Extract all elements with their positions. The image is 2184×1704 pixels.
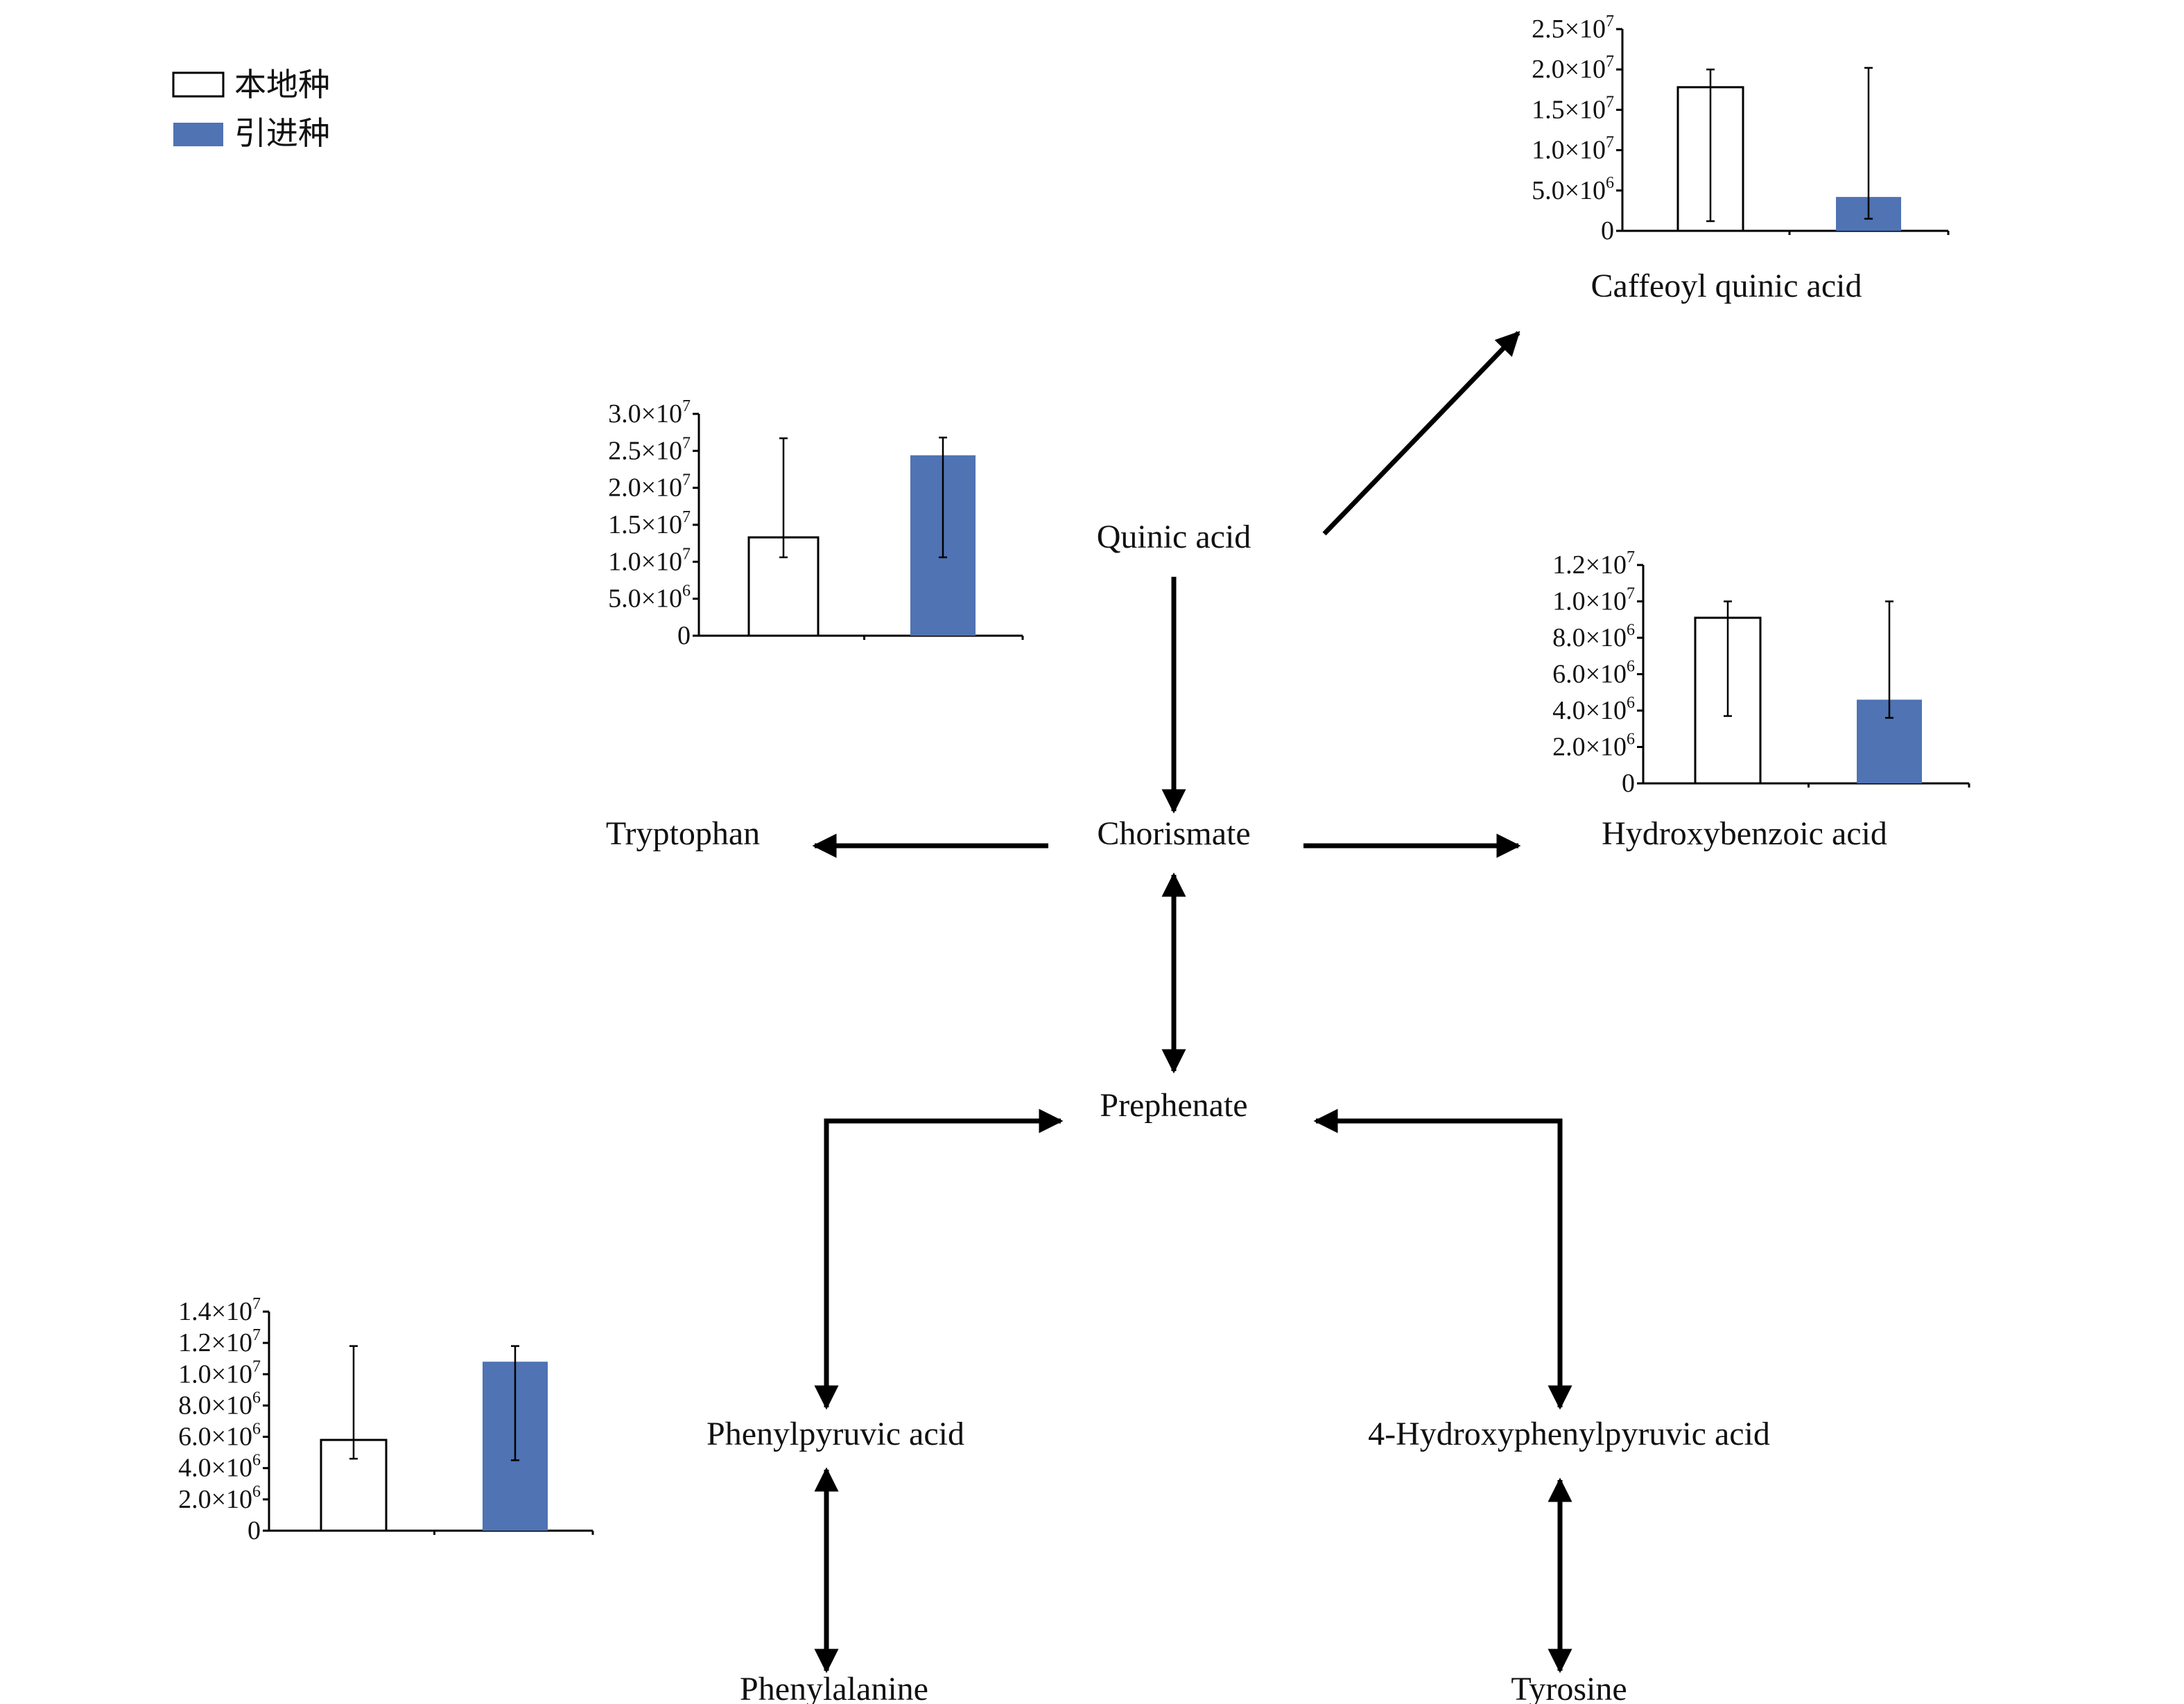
node-tyrosine: Tyrosine [1511,1671,1627,1704]
pathway-arrows [812,331,1572,1673]
node-phenylalanine: Phenylalanine [740,1671,928,1704]
y-tick-label: 4.0×106 [178,1452,261,1483]
y-tick-label: 2.0×107 [608,471,691,503]
y-tick-label: 2.0×107 [1532,53,1614,84]
arrow-prephenate-hydroxyphenylpyruvic [1313,1109,1572,1410]
chart-caffeoyl-quinic-acid: 0 5.0×106 1.0×107 1.5×107 2.0×107 2.5×107 [1532,12,1950,245]
pathway-nodes: Quinic acid Chorismate Tryptophan Hydrox… [606,268,1887,1704]
chart-phenylalanine: 02.0×1064.0×1066.0×1068.0×1061.0×1071.2×… [178,1295,594,1545]
node-4-hydroxyphenylpyruvic-acid: 4-Hydroxyphenylpyruvic acid [1368,1416,1770,1452]
y-tick-label: 1.2×107 [1552,548,1635,580]
y-tick-label: 5.0×106 [1532,174,1614,205]
chart-tryptophan: 0 5.0×106 1.0×107 1.5×107 2.0×107 2.5×107 3.0×… [608,397,1024,650]
node-hydroxybenzoic-acid: Hydroxybenzoic acid [1602,815,1887,852]
node-caffeoyl-quinic-acid: Caffeoyl quinic acid [1591,268,1862,304]
y-tick-label: 2.0×106 [1552,731,1635,762]
y-tick-label: 0 [1601,216,1614,245]
node-quinic-acid: Quinic acid [1097,519,1251,555]
y-tick-label: 2.5×107 [1532,12,1614,44]
y-tick-label: 1.2×107 [178,1326,261,1357]
y-tick-label: 0 [248,1516,261,1545]
chart-hydroxybenzoic-acid: 0 2.0×106 4.0×106 6.0×106 8.0×106 1.0×107 1.2×… [1552,548,1970,798]
legend-swatch-introduced [173,123,223,146]
y-tick-label: 1.4×107 [178,1295,261,1326]
y-tick-label: 1.5×107 [608,508,691,539]
y-tick-label: 5.0×106 [608,582,691,614]
y-tick-label: 8.0×106 [178,1389,261,1420]
y-tick-label: 0 [677,621,691,650]
y-tick-label: 0 [1622,769,1635,798]
y-tick-label: 1.5×107 [1532,93,1614,124]
legend: 本地种 引进种 [172,66,330,152]
y-tick-label: 6.0×106 [1552,658,1635,689]
node-phenylpyruvic-acid: Phenylpyruvic acid [707,1416,964,1452]
arrow-quinic-to-caffeoyl [1322,331,1520,536]
y-tick-label: 8.0×106 [1552,621,1635,652]
y-tick-label: 1.0×107 [178,1357,261,1389]
y-tick-label: 2.5×107 [608,434,691,465]
y-tick-label: 3.0×107 [608,397,691,428]
y-tick-label: 2.0×106 [178,1483,261,1514]
node-prephenate: Prephenate [1100,1087,1247,1124]
node-chorismate: Chorismate [1097,815,1250,852]
y-tick-label: 1.0×107 [608,545,691,576]
legend-label-introduced: 引进种 [234,114,330,152]
node-tryptophan: Tryptophan [606,815,760,852]
legend-label-native: 本地种 [234,66,330,103]
arrow-prephenate-phenylpyruvic [814,1109,1064,1410]
y-tick-label: 4.0×106 [1552,694,1635,725]
y-tick-label: 1.0×107 [1532,134,1614,165]
y-tick-label: 6.0×106 [178,1420,261,1452]
legend-swatch-native [172,71,225,98]
y-tick-label: 1.0×107 [1552,585,1635,616]
